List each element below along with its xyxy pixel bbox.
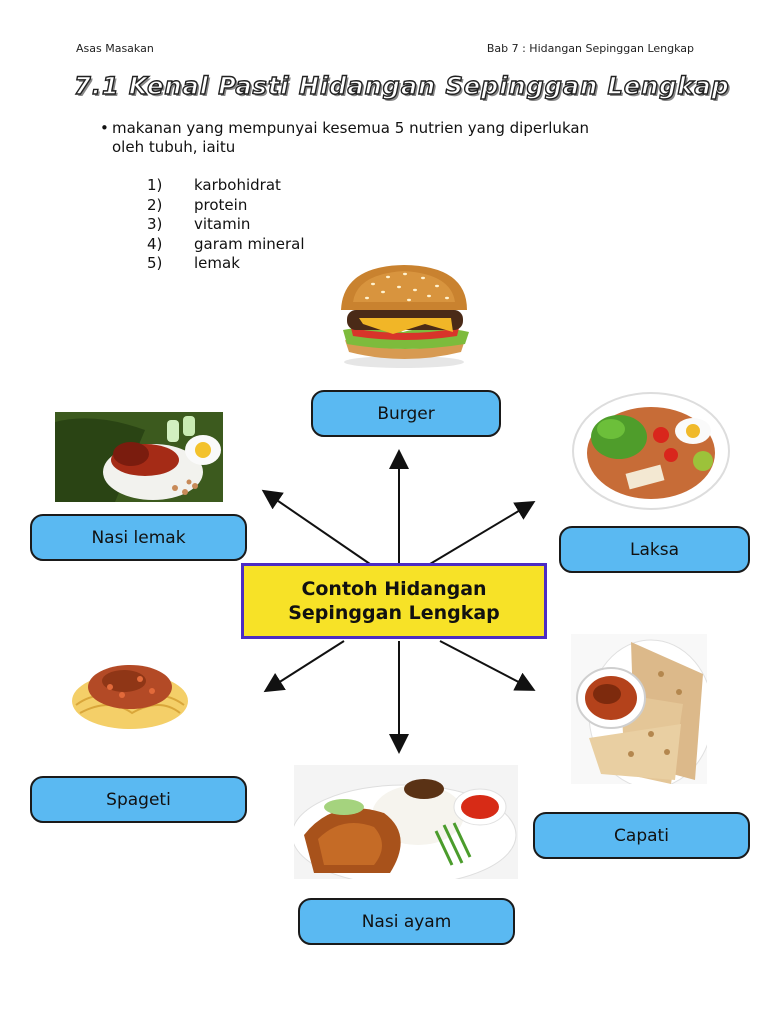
spageti-photo bbox=[70, 657, 190, 732]
list-item: 4) garam mineral bbox=[147, 235, 305, 255]
arrow-to-capati bbox=[439, 640, 536, 691]
intro-line-1: makanan yang mempunyai kesemua 5 nutrien… bbox=[112, 119, 590, 137]
list-number: 4) bbox=[147, 234, 163, 253]
capati-photo bbox=[571, 634, 707, 784]
arrow-to-laksa bbox=[429, 500, 536, 565]
list-item: 2) protein bbox=[147, 196, 305, 216]
header-subject: Asas Masakan bbox=[76, 42, 154, 55]
list-number: 5) bbox=[147, 254, 163, 272]
burger-photo bbox=[333, 262, 475, 372]
bullet-icon: • bbox=[100, 119, 109, 137]
list-label: vitamin bbox=[194, 215, 251, 233]
page-title: 7.1 Kenal Pasti Hidangan Sepinggan Lengk… bbox=[73, 71, 730, 100]
arrow-to-nasi-lemak bbox=[261, 489, 371, 565]
list-label: karbohidrat bbox=[194, 176, 281, 194]
list-item: 3) vitamin bbox=[147, 215, 305, 235]
center-line-2: Sepinggan Lengkap bbox=[288, 602, 500, 624]
list-number: 3) bbox=[147, 215, 163, 233]
center-line-1: Contoh Hidangan bbox=[301, 578, 487, 600]
list-label: lemak bbox=[194, 254, 240, 272]
label-capati: Capati bbox=[533, 812, 750, 859]
laksa-photo bbox=[571, 389, 731, 517]
list-number: 1) bbox=[147, 176, 163, 194]
label-nasi-ayam: Nasi ayam bbox=[298, 898, 515, 945]
header-chapter: Bab 7 : Hidangan Sepinggan Lengkap bbox=[486, 42, 694, 55]
label-nasi-lemak: Nasi lemak bbox=[30, 514, 247, 561]
nasi-ayam-photo bbox=[294, 765, 518, 879]
nutrient-list: 1) karbohidrat 2) protein 3) vitamin 4) gara… bbox=[147, 176, 305, 274]
label-spageti: Spageti bbox=[30, 776, 247, 823]
intro-line-2: oleh tubuh, iaitu bbox=[112, 138, 236, 156]
list-item: 1) karbohidrat bbox=[147, 176, 305, 196]
arrow-to-spageti bbox=[263, 640, 345, 693]
list-item: 5) lemak bbox=[147, 254, 305, 274]
list-label: protein bbox=[194, 195, 248, 214]
list-label: garam mineral bbox=[194, 234, 305, 253]
label-burger: Burger bbox=[311, 390, 501, 437]
list-number: 2) bbox=[147, 195, 163, 214]
label-laksa: Laksa bbox=[559, 526, 750, 573]
center-topic-box: Contoh Hidangan Sepinggan Lengkap bbox=[241, 563, 547, 639]
intro-text: • makanan yang mempunyai kesemua 5 nutri… bbox=[100, 119, 660, 157]
nasi-lemak-photo bbox=[55, 412, 223, 502]
